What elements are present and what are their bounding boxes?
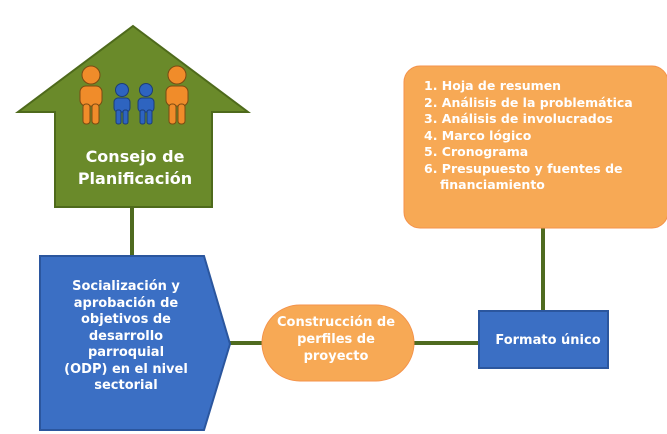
objectives-arrow-box (39, 255, 232, 431)
objectives-label: Socialización y aprobación de objetivos … (64, 279, 188, 394)
planning-council-house (14, 24, 252, 208)
list-item: 4. Marco lógico (424, 127, 532, 143)
child-person-icon (113, 83, 131, 125)
adult-person-icon (79, 65, 103, 125)
profiles-label: Construcción de perfiles de proyecto (276, 314, 396, 364)
list-item: 6. Presupuesto y fuentes de financiamien… (424, 160, 623, 193)
list-item: 1. Hoja de resumen (424, 78, 562, 93)
format-box (478, 310, 609, 369)
contents-list: 1. Hoja de resumen 2. Análisis de la pro… (424, 78, 656, 224)
adult-person-icon (165, 65, 189, 125)
people-group-icon (79, 65, 189, 125)
list-item: 2. Análisis de la problemática (424, 94, 633, 110)
profiles-box (261, 304, 415, 382)
list-item: 3. Análisis de involucrados (424, 111, 613, 126)
child-person-icon (137, 83, 155, 125)
contents-list-box (403, 65, 667, 229)
format-label: Formato único (495, 332, 601, 348)
list-item: 5. Cronograma (424, 144, 529, 159)
planning-council-label: Consejo de Planificación (77, 147, 193, 188)
